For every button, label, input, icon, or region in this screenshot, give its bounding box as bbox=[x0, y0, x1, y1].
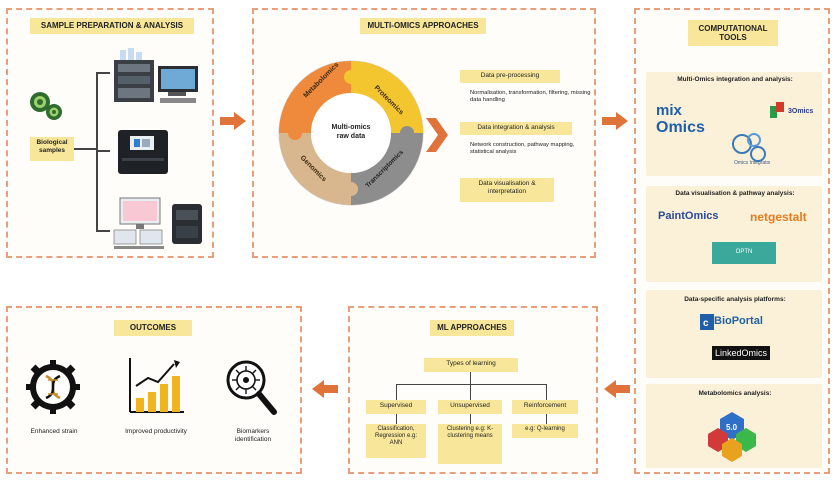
bracket-to-label bbox=[74, 148, 96, 150]
paintomics-logo: PaintOmics bbox=[658, 210, 719, 222]
omics-integrator-logo-icon: Omics Integrator bbox=[732, 133, 770, 166]
bacteria-cells-icon bbox=[30, 92, 62, 120]
step-integration-detail: Network construction, pathway mapping, s… bbox=[470, 142, 575, 156]
unsup-connector bbox=[470, 414, 471, 424]
sequencer-icon bbox=[118, 130, 168, 174]
step-preprocessing: Data pre-processing bbox=[460, 70, 560, 83]
reinf-connector bbox=[546, 414, 547, 424]
sample-preparation-title: SAMPLE PREPARATION & ANALYSIS bbox=[30, 18, 194, 34]
metaboanalyst-logo-icon: 5.0 bbox=[708, 412, 756, 462]
supervised-example: Classification, Regression e.g: ANN bbox=[366, 424, 426, 458]
mass-spectrometer-icon bbox=[114, 48, 198, 103]
step-integration: Data integration & analysis bbox=[460, 122, 572, 135]
netgestalt-logo: netgestalt bbox=[750, 210, 807, 224]
supervised-box: Supervised bbox=[366, 400, 426, 414]
tools-section-integration: Multi-Omics integration and analysis: mi… bbox=[646, 72, 822, 176]
tree-stem bbox=[470, 372, 471, 384]
arrow-sample-to-omics bbox=[220, 112, 246, 130]
reinforcement-example: e.g: Q-learning bbox=[512, 424, 578, 438]
svg-text:5.0: 5.0 bbox=[726, 423, 738, 432]
omics-donut-diagram: Metabolomics Proteomics Transcriptomics … bbox=[278, 60, 424, 206]
tree-left bbox=[396, 384, 397, 400]
outcomes-panel: OUTCOMES Enhanced strain Improved produc bbox=[6, 306, 302, 474]
dna-gear-icon bbox=[26, 360, 80, 414]
bracket-bottom bbox=[96, 230, 110, 232]
ml-approaches-panel: ML APPROACHES Types of learning Supervis… bbox=[348, 306, 598, 474]
svg-text:c: c bbox=[703, 318, 709, 329]
donut-center-label: Multi-omics raw data bbox=[331, 124, 371, 140]
outcome-label-biomarkers: Biomarkers identification bbox=[234, 428, 272, 444]
arrow-ml-to-outcomes bbox=[312, 380, 338, 398]
bracket-top bbox=[96, 72, 110, 74]
linkedomics-logo: LinkedOmics bbox=[712, 346, 771, 360]
threeomics-logo: 3Omics bbox=[788, 108, 814, 115]
outcomes-title: OUTCOMES bbox=[114, 320, 192, 336]
multi-omics-title: MULTI-OMICS APPROACHES bbox=[360, 18, 486, 34]
chevron-right-icon bbox=[426, 118, 448, 152]
biological-samples-label: Biological samples bbox=[30, 137, 74, 161]
reinforcement-box: Reinforcement bbox=[512, 400, 578, 414]
types-of-learning-box: Types of learning bbox=[424, 358, 518, 372]
tools-section-platforms-heading: Data-specific analysis platforms: bbox=[684, 296, 786, 303]
tools-section-metabolomics-heading: Metabolomics analysis: bbox=[698, 390, 772, 397]
tools-section-integration-heading: Multi-Omics integration and analysis: bbox=[677, 76, 793, 83]
svg-text:Omics Integrator: Omics Integrator bbox=[734, 160, 770, 166]
unsupervised-box: Unsupervised bbox=[438, 400, 502, 414]
outcome-label-improved-productivity: Improved productivity bbox=[125, 428, 187, 435]
workstation-icon bbox=[113, 197, 202, 249]
step-preprocessing-detail: Normalisation, transformation, filtering… bbox=[470, 90, 591, 104]
tools-section-visualisation: Data visualisation & pathway analysis: P… bbox=[646, 186, 822, 282]
tree-bar bbox=[396, 384, 546, 385]
step-visualisation: Data visualisation & interpretation bbox=[460, 178, 554, 202]
computational-tools-panel: COMPUTATIONAL TOOLS Multi-Omics integrat… bbox=[634, 8, 830, 474]
sup-connector bbox=[396, 414, 397, 424]
computational-tools-title: COMPUTATIONAL TOOLS bbox=[688, 20, 778, 46]
threeomics-logo-icon bbox=[770, 102, 784, 118]
unsupervised-example: Clustering e.g: K-clustering means bbox=[438, 424, 502, 464]
bracket-vertical bbox=[96, 72, 98, 232]
tools-section-metabolomics: Metabolomics analysis: 5.0 bbox=[646, 384, 822, 468]
magnifier-cell-icon bbox=[226, 360, 277, 415]
teal-tool-logo: OPTN bbox=[712, 242, 776, 264]
bracket-mid bbox=[96, 150, 110, 152]
arrow-tools-to-ml bbox=[604, 380, 630, 398]
ml-approaches-title: ML APPROACHES bbox=[430, 320, 514, 336]
cbioportal-logo: BioPortal bbox=[714, 315, 763, 327]
sample-preparation-panel: SAMPLE PREPARATION & ANALYSIS Biological… bbox=[6, 8, 214, 258]
tools-section-platforms: Data-specific analysis platforms: c BioP… bbox=[646, 290, 822, 378]
multi-omics-panel: MULTI-OMICS APPROACHES Metabolomics Prot… bbox=[252, 8, 596, 258]
arrow-omics-to-tools bbox=[602, 112, 628, 130]
tree-right bbox=[546, 384, 547, 400]
outcome-label-enhanced-strain: Enhanced strain bbox=[30, 428, 78, 435]
cbioportal-logo-icon: c bbox=[700, 314, 714, 330]
bar-chart-icon bbox=[129, 358, 184, 413]
tools-section-visualisation-heading: Data visualisation & pathway analysis: bbox=[675, 190, 795, 197]
tree-mid bbox=[470, 384, 471, 400]
